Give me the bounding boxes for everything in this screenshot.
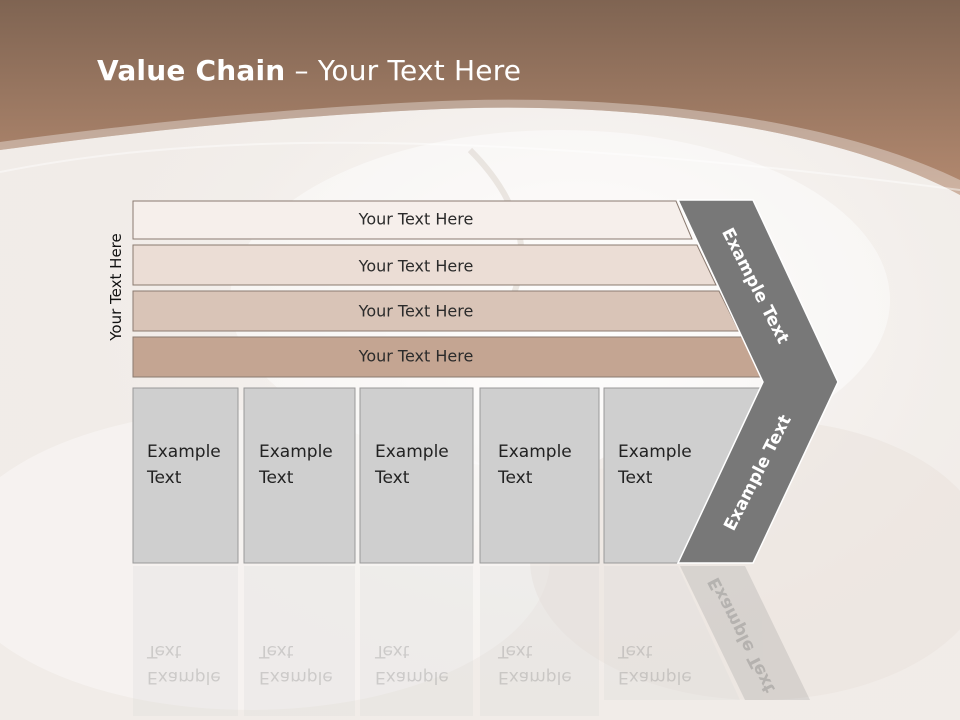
column-label-4-line2: Text [498, 468, 533, 488]
row-label-1: Your Text Here [358, 209, 474, 229]
title-rest: – Your Text Here [285, 54, 522, 87]
row-label-3: Your Text Here [358, 301, 474, 321]
column-label-1-line1: Example [147, 442, 221, 462]
chevron-arrow [676, 199, 839, 564]
column-label-2-line2: Text [259, 468, 294, 488]
column-label-4-line1: Example [498, 442, 572, 462]
title-bold: Value Chain [97, 54, 286, 87]
row-label-4: Your Text Here [358, 346, 474, 366]
column-label-5-line1: Example [618, 442, 692, 462]
slide-title: Value Chain – Your Text Here [97, 54, 521, 87]
column-label-3-line2: Text [375, 468, 410, 488]
row-bar-1 [132, 200, 693, 240]
column-label-1-line2: Text [147, 468, 182, 488]
column-box-4 [479, 387, 600, 564]
row-bar-2 [132, 244, 717, 286]
row-label-2: Your Text Here [358, 256, 474, 276]
columns-reflection [133, 566, 810, 716]
column-label-5-line2: Text [618, 468, 653, 488]
column-label-3-line1: Example [375, 442, 449, 462]
column-box-2 [243, 387, 356, 564]
column-box-1 [132, 387, 239, 564]
column-label-2-line1: Example [259, 442, 333, 462]
column-box-3 [359, 387, 474, 564]
